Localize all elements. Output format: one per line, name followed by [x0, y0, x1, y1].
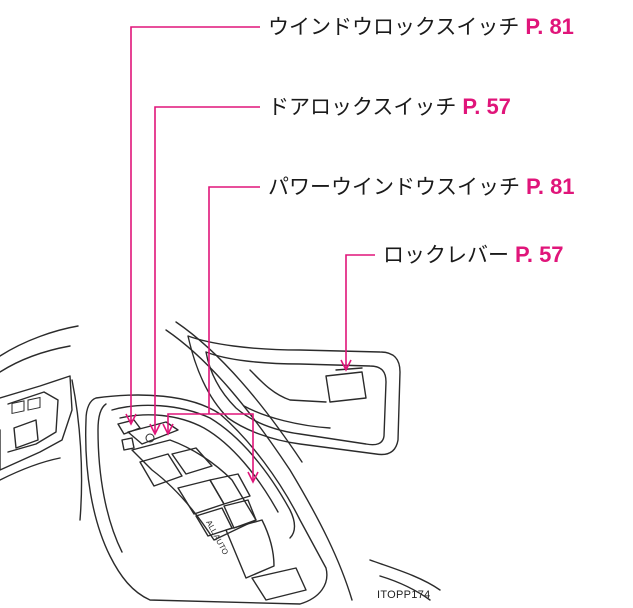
arrowhead-power-window-right	[247, 471, 259, 484]
callout-text: ウインドウロックスイッチ	[268, 15, 520, 39]
callout-text: ドアロックスイッチ	[268, 95, 457, 119]
leader-window-lock	[130, 26, 260, 422]
page-reference-link[interactable]: P. 81	[526, 174, 575, 199]
armrest-panel	[85, 394, 328, 605]
callout-text: ロックレバー	[383, 243, 509, 267]
leader-door-lock	[154, 106, 260, 432]
arrowhead-window-lock	[125, 413, 137, 426]
leader-power-window	[167, 186, 260, 480]
leader-lock-lever	[345, 254, 375, 368]
page-reference-link[interactable]: P. 57	[462, 94, 511, 119]
page-reference-link[interactable]: P. 81	[525, 14, 574, 39]
figure-id: ITOPP174	[377, 589, 431, 601]
all-auto-switch-label: ALL AUTO	[204, 519, 230, 557]
leader-lines	[125, 26, 375, 484]
callout-text: パワーウインドウスイッチ	[268, 175, 520, 199]
dashboard-outline	[0, 325, 83, 521]
page-reference-link[interactable]: P. 57	[515, 242, 564, 267]
arrowhead-lock-lever	[340, 359, 352, 372]
handle-recess	[187, 335, 401, 456]
door-trim	[165, 321, 441, 601]
arrowhead-door-lock	[149, 423, 161, 436]
arrowhead-power-window-left	[162, 423, 174, 436]
